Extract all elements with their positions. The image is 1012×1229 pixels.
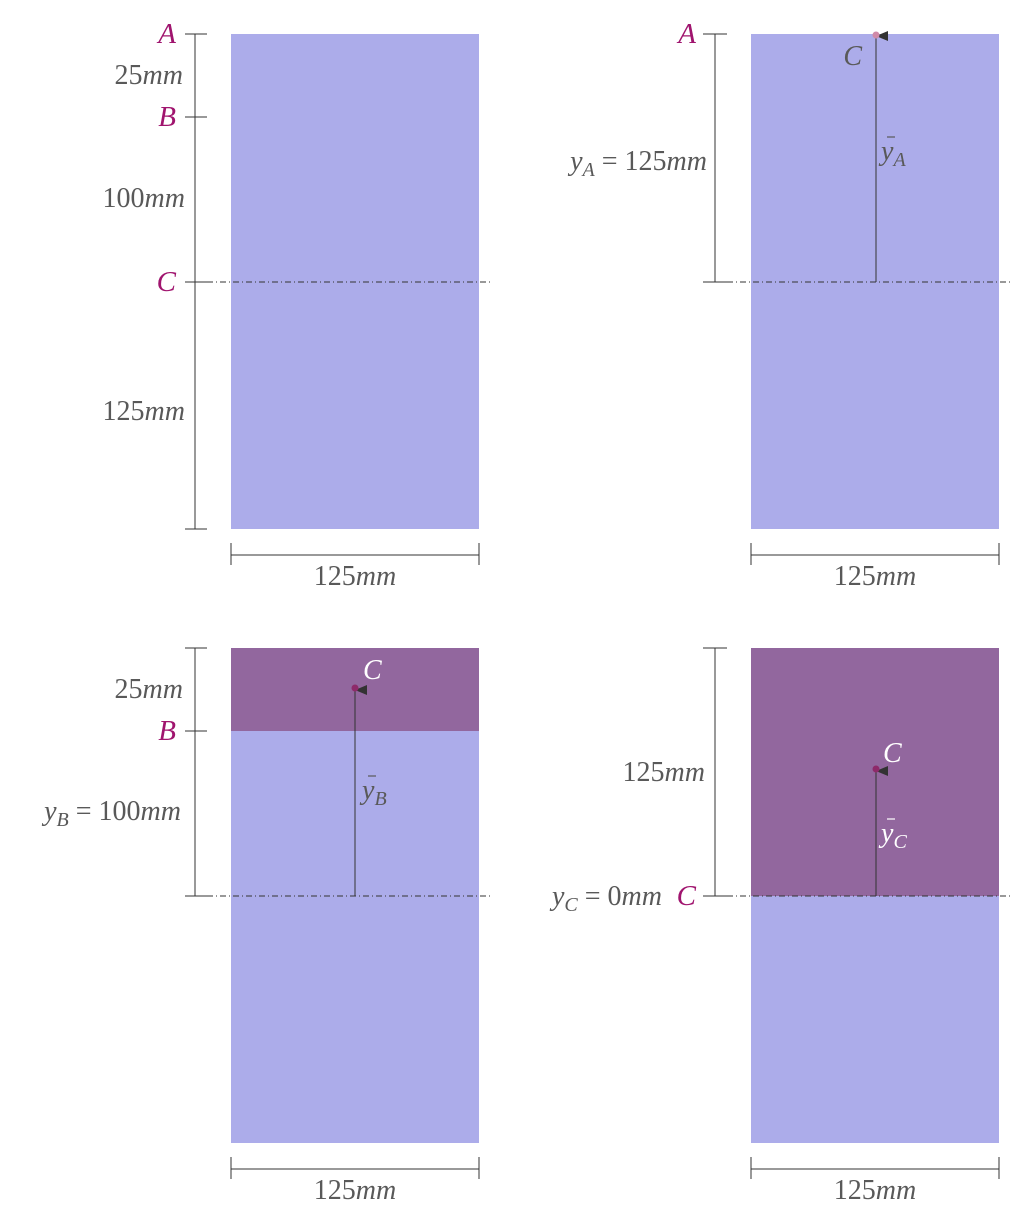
width-dimension-text: 125mm: [314, 1175, 396, 1206]
dimension-25mm: 25mm: [115, 60, 183, 91]
dimension-100mm: 100mm: [103, 183, 185, 214]
panel-bottom-left: B 25mm C yB yB = 100mm 125mm: [41, 647, 493, 1206]
centroid-dot: [872, 31, 880, 39]
centroid-label: C: [843, 41, 862, 72]
centroid-label: C: [883, 738, 902, 769]
centroid-label: C: [363, 655, 382, 686]
width-dimension-text: 125mm: [314, 561, 396, 592]
point-label-b: B: [158, 715, 176, 747]
panel-bottom-right: 125mm C yC yC = 0mm C 125mm: [549, 647, 1012, 1206]
panel-top-left: A B C 25mm 100mm 125mm 125mm: [103, 18, 493, 592]
yc-dimension-text: yC = 0mm: [549, 881, 662, 916]
yb-dimension-text: yB = 100mm: [41, 796, 181, 831]
dimension-125mm: 125mm: [103, 396, 185, 427]
centroid-dot: [351, 684, 359, 692]
panel-top-right: A C yA yA = 125mm 125mm: [567, 18, 1012, 592]
dimension-25mm: 25mm: [115, 674, 183, 705]
centroid-dot: [872, 765, 880, 773]
width-dimension-text: 125mm: [834, 1175, 916, 1206]
point-label-a: A: [676, 18, 696, 50]
point-label-a: A: [156, 18, 176, 50]
width-dimension-text: 125mm: [834, 561, 916, 592]
ybar-label: yC: [878, 818, 907, 853]
point-label-c: C: [677, 880, 697, 912]
point-label-b: B: [158, 101, 176, 133]
point-label-c: C: [157, 266, 177, 298]
ybar-label: yB: [359, 775, 387, 810]
dimension-125mm: 125mm: [623, 757, 705, 788]
ybar-label: yA: [878, 136, 906, 171]
ya-dimension-text: yA = 125mm: [567, 146, 707, 181]
